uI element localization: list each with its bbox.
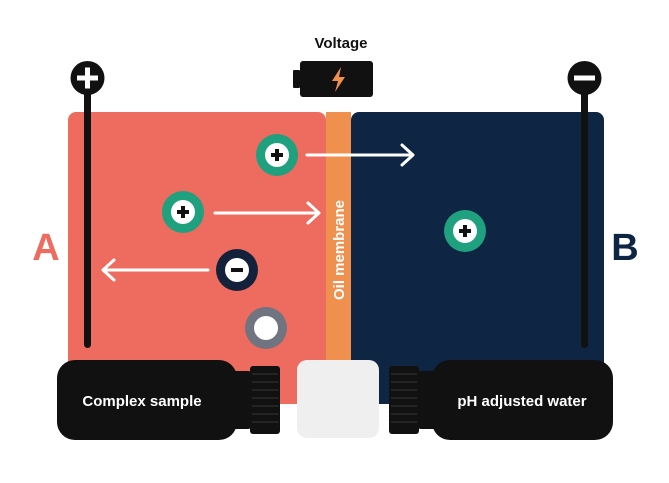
connector-cap [297, 360, 379, 438]
chamber-b [351, 112, 604, 404]
arrow-right-top [305, 143, 415, 167]
battery-charging-icon [293, 61, 373, 97]
negative-electrode [567, 61, 602, 348]
arrow-left [101, 258, 210, 282]
voltage-label: Voltage [314, 35, 367, 52]
oil-membrane [326, 112, 351, 382]
chamber-a-letter: A [32, 227, 59, 269]
positive-electrode [70, 61, 105, 348]
negative-ion [216, 249, 258, 291]
chamber-b-letter: B [611, 227, 638, 269]
positive-ion-top [256, 134, 298, 176]
oil-membrane-label: Oil membrane [331, 200, 348, 300]
ph-adjusted-water-bottle: pH adjusted water [389, 360, 613, 440]
positive-ion-chamber-b [444, 210, 486, 252]
neutral-molecule [245, 307, 287, 349]
arrow-right-middle [213, 201, 321, 225]
positive-ion-middle [162, 191, 204, 233]
ph-adjusted-water-label: pH adjusted water [457, 393, 586, 410]
complex-sample-label: Complex sample [82, 393, 201, 410]
complex-sample-bottle: Complex sample [57, 360, 280, 440]
